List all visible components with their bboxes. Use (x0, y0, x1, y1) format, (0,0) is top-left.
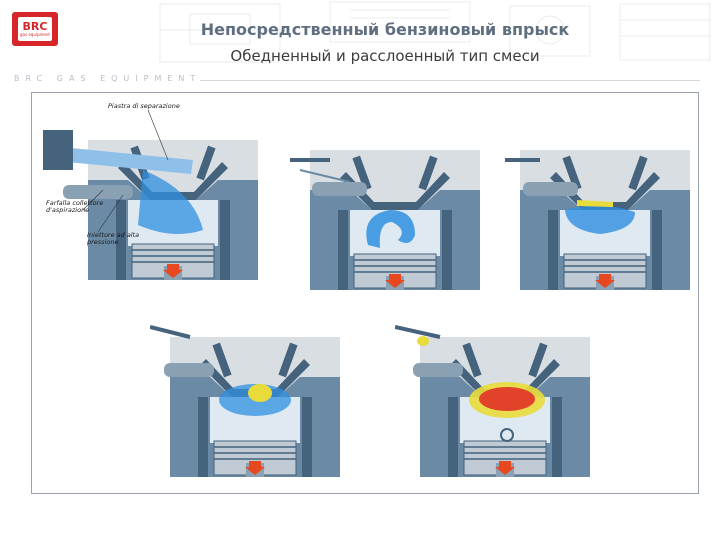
logo-mark: BRC (22, 20, 48, 33)
swirl-arrow (366, 210, 415, 248)
blueprint-background (159, 1, 711, 63)
brc-logo-inner: BRC gas equipment (18, 17, 52, 41)
page-subtitle: Обедненный и расслоенный тип смеси (230, 47, 540, 65)
air-charge (565, 205, 635, 234)
throttle-body (43, 130, 73, 170)
label-injector: Iniettore ad alta pressione (87, 231, 140, 246)
fuel-cloud (248, 384, 272, 402)
panel-late-injection (505, 149, 690, 291)
brand-caption: BRC GAS EQUIPMENT (14, 74, 202, 83)
panel-compression-swirl (290, 149, 480, 291)
intake-manifold (67, 148, 193, 174)
airflow (138, 170, 203, 234)
spark-glow (417, 336, 429, 346)
panel-intake-stroke (43, 109, 259, 281)
fuel-spray (577, 200, 613, 207)
logo-sub: gas equipment (20, 32, 50, 37)
injector-icon (523, 182, 578, 196)
page-title: Непосредственный бензиновый впрыск (200, 20, 570, 39)
injector-icon (312, 182, 367, 196)
injector-icon (413, 363, 463, 377)
combustion-core (479, 387, 535, 411)
label-separation-plate: Piastra di separazione (108, 102, 180, 110)
header-rule (200, 80, 700, 81)
injector-icon (164, 363, 214, 377)
panel-combustion (395, 325, 591, 478)
label-intake-throttle: Farfalla collettore d'aspirazione (46, 199, 104, 214)
brc-logo: BRC gas equipment (12, 12, 58, 46)
high-pressure-injector (63, 185, 133, 199)
panel-fuel-cloud (150, 325, 340, 478)
